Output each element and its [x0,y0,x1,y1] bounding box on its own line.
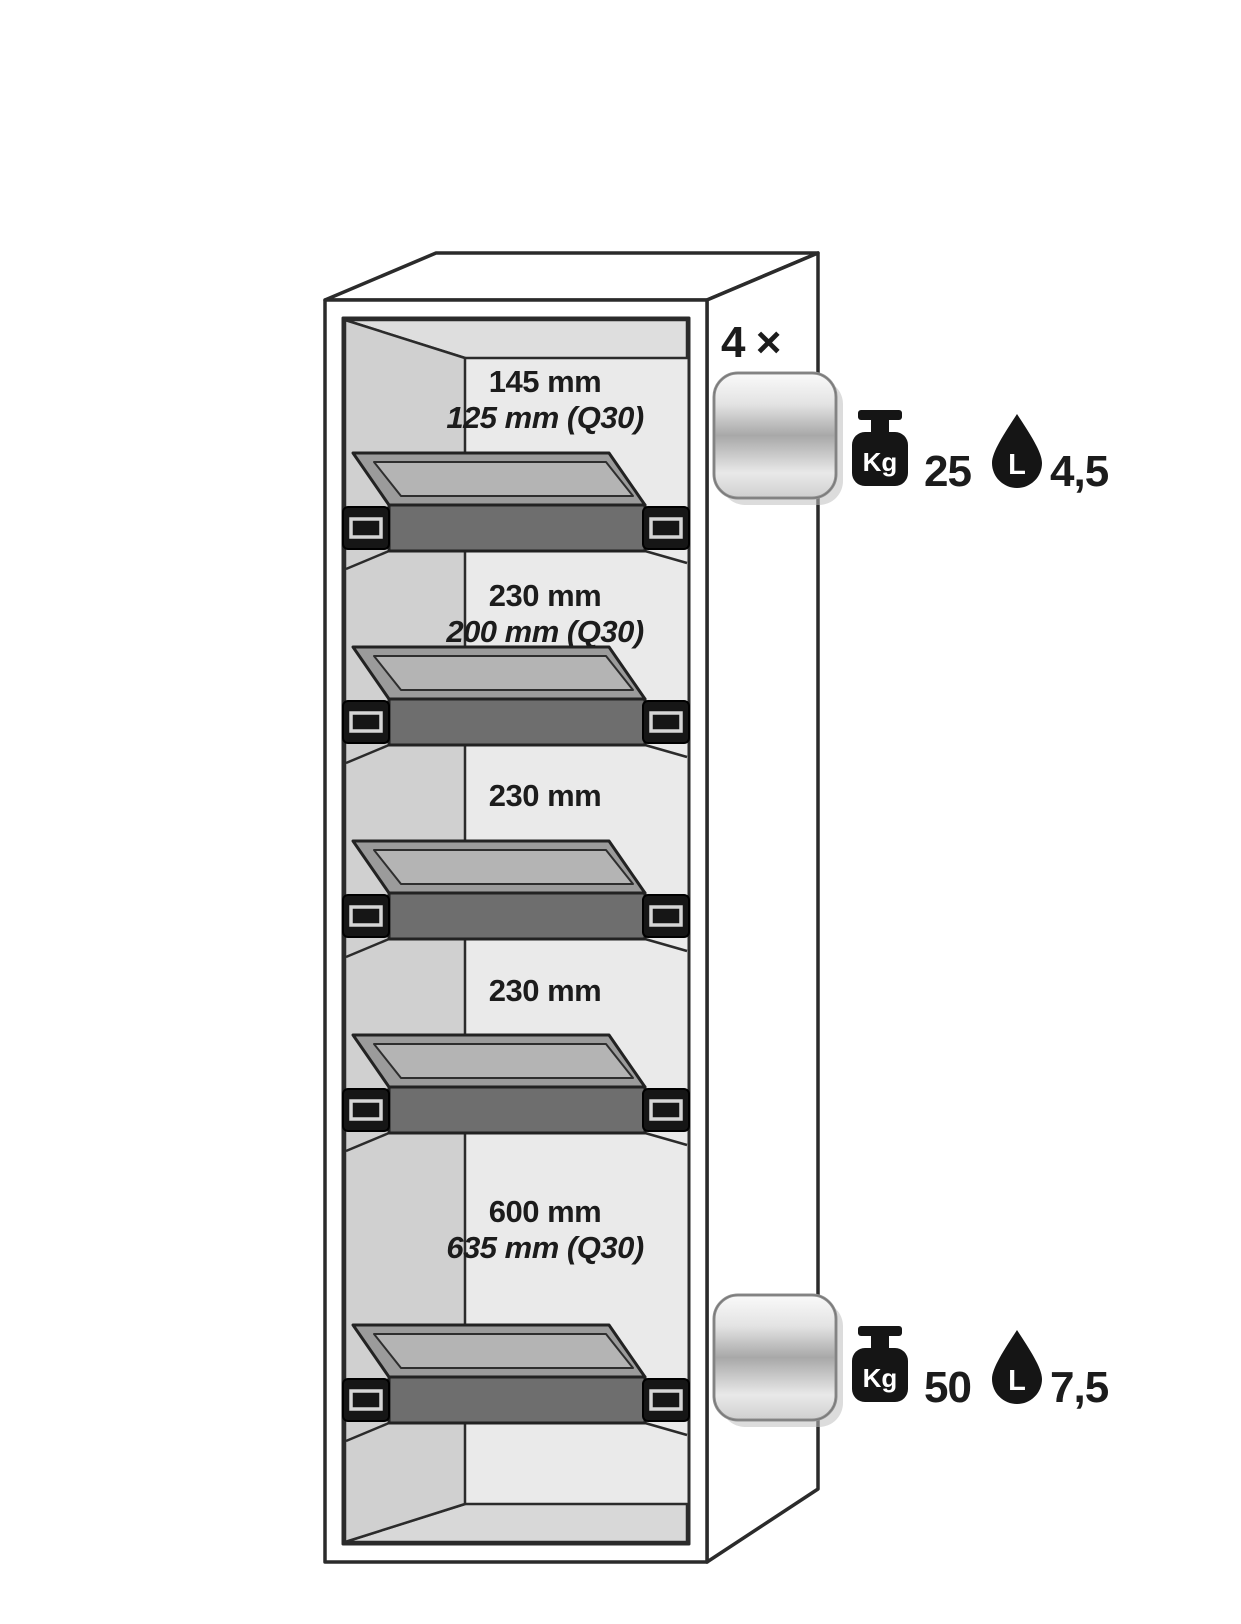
volume-capacity-value-top: 4,5 [1050,447,1109,496]
handle-slot [649,711,683,733]
compartment-2-height-label: 230 mm [489,578,601,613]
tray-basin [373,1333,634,1369]
drop-shape [992,414,1042,489]
shelf-rail-right [644,1131,688,1147]
kettlebell-body [852,1348,908,1402]
compartment-1-height-q30-label: 125 mm (Q30) [446,400,643,435]
shelf-rail-left [345,1421,390,1443]
tray-front-panel [387,1085,647,1135]
tray-basin [373,655,634,691]
shelf-rail-right [644,549,688,565]
tray-handle-left [342,894,390,938]
handle-slot [349,711,383,733]
tray-handle-right [642,894,690,938]
metallic-tray-thumbnail-edge [713,1294,837,1421]
tray-product-photo-top [712,371,843,505]
compartment-5-height-q30-label: 635 mm (Q30) [446,1230,643,1265]
tray-handle-right [642,506,690,550]
tray-handle-left [342,1378,390,1422]
volume-unit-label-bottom: L [1008,1365,1026,1397]
pullout-tray-2 [342,645,690,765]
weight-capacity-icon-top: Kg [852,410,908,486]
tray-handle-left [342,506,390,550]
weight-unit-label-bottom: Kg [863,1363,898,1393]
compartment-2-height-q30-label: 200 mm (Q30) [445,614,643,649]
shelf-rail-left [345,549,390,571]
tray-quantity-label: 4 × [721,318,780,367]
tray-front-panel [387,891,647,941]
volume-capacity-value-bottom: 7,5 [1050,1363,1109,1412]
volume-unit-label-top: L [1008,449,1026,481]
pullout-tray-1 [342,451,690,571]
tray-handle-right [642,1088,690,1132]
compartment-1-height-label: 145 mm [489,364,601,399]
kettlebell-neck [871,419,889,434]
tray-handle-left [342,700,390,744]
compartment-labels: 145 mm 125 mm (Q30) 230 mm 200 mm (Q30) … [445,364,644,1265]
metallic-tray-thumbnail [712,1293,838,1422]
metallic-tray-thumbnail [712,371,838,500]
compartment-5-height-label: 600 mm [489,1194,601,1229]
tray-basin [373,461,634,497]
tray-front-panel [387,1375,647,1425]
volume-capacity-icon-top: L [992,414,1042,489]
tray-product-photo-bottom [712,1293,843,1427]
handle-slot [349,905,383,927]
kettlebell-neck [871,1335,889,1350]
volume-capacity-icon-bottom: L [992,1330,1042,1405]
tray-front-panel [387,697,647,747]
shelf-rail-right [644,743,688,759]
weight-unit-label-top: Kg [863,447,898,477]
shelf-rail-right [644,1421,688,1437]
tray-handle-left [342,1088,390,1132]
tray-basin [373,849,634,885]
drop-shape [992,1330,1042,1405]
metallic-tray-thumbnail-edge [713,372,837,499]
shelf-rail-left [345,937,390,959]
tray-handle-right [642,1378,690,1422]
kettlebell-lid [858,1326,902,1336]
compartment-4-height-label: 230 mm [489,973,601,1008]
tray-basin [373,1043,634,1079]
pullout-tray-5 [342,1323,690,1443]
handle-slot [349,1389,383,1411]
weight-capacity-value-top: 25 [924,447,971,496]
handle-slot [649,905,683,927]
handle-slot [649,1099,683,1121]
handle-slot [649,517,683,539]
kettlebell-body [852,432,908,486]
tray-front-panel [387,503,647,553]
pullout-tray-4 [342,1033,690,1153]
shelf-rail-right [644,937,688,953]
handle-slot [349,1099,383,1121]
kettlebell-lid [858,410,902,420]
compartment-3-height-label: 230 mm [489,778,601,813]
weight-capacity-value-bottom: 50 [924,1363,971,1412]
pullout-tray-3 [342,839,690,959]
shelf-rail-left [345,743,390,765]
shelf-rail-left [345,1131,390,1153]
handle-slot [349,517,383,539]
weight-capacity-icon-bottom: Kg [852,1326,908,1402]
tray-handle-right [642,700,690,744]
handle-slot [649,1389,683,1411]
